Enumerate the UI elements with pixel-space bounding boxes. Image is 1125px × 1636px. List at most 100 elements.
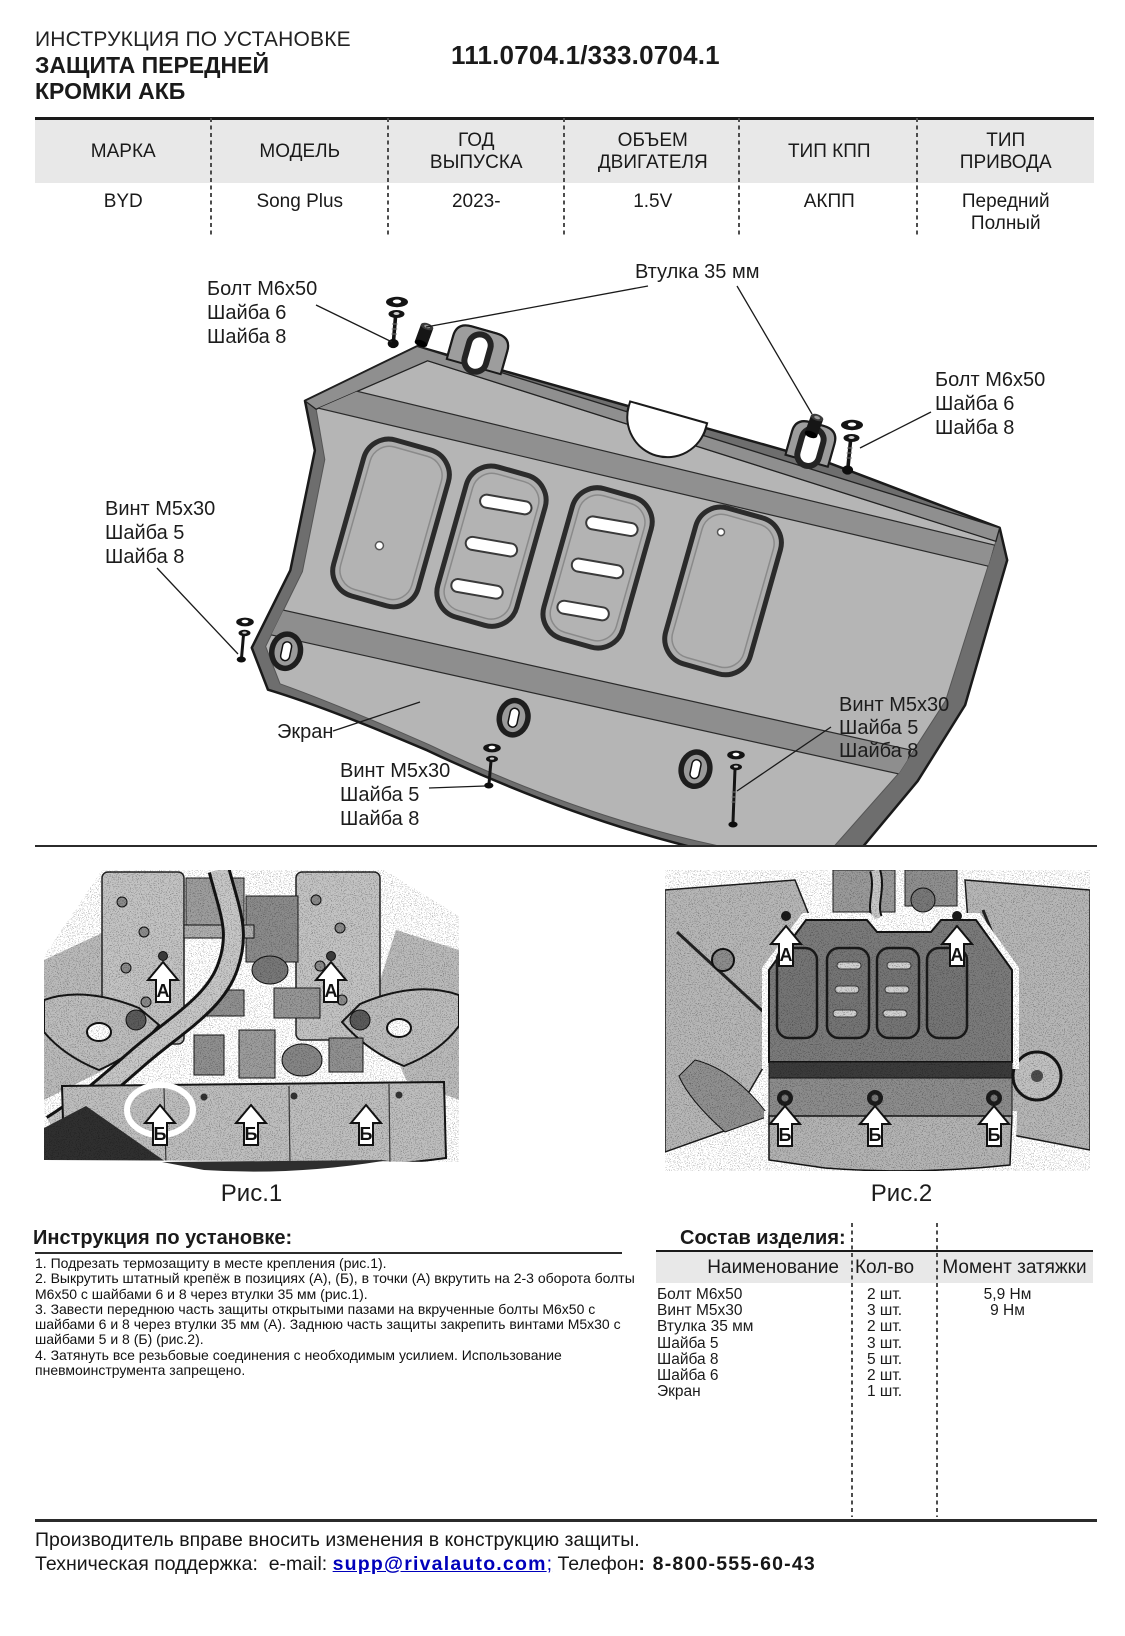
product-title-line2: КРОМКИ АКБ — [35, 78, 186, 104]
callout-screw-left-2: Шайба 5 — [105, 522, 184, 544]
part-torque — [936, 1384, 1093, 1400]
fig1-arrow-a2: А — [313, 960, 349, 1003]
part-torque: 5,9 Нм — [983, 1286, 1032, 1303]
callout-screw-bottom-2: Шайба 5 — [340, 784, 419, 806]
spec-divider-3 — [563, 118, 565, 236]
fig2-caption: Рис.2 — [870, 1180, 933, 1207]
footer-rule — [35, 1519, 1097, 1522]
plate-recesses — [330, 436, 784, 678]
parts-table-topline — [656, 1250, 1093, 1252]
fig1-arrow-b1: Б — [142, 1103, 178, 1146]
spec-value-drive: Передний Полный — [961, 191, 1050, 234]
part-name: Шайба 6 — [657, 1367, 719, 1385]
svg-text:Б: Б — [360, 1124, 373, 1144]
parts-row-6: Шайба 6 2 шт. — [656, 1367, 1093, 1385]
part-torque — [936, 1368, 1093, 1384]
spec-divider-4 — [738, 118, 740, 236]
fig1-arrow-b2: Б — [233, 1103, 269, 1146]
callout-screw-right-3: Шайба 8 — [839, 740, 918, 762]
parts-row-5: Шайба 8 5 шт. — [656, 1350, 1093, 1368]
spec-value-model: Song Plus — [256, 191, 344, 212]
callout-bolt-top-left-2: Шайба 6 — [207, 302, 286, 324]
part-torque — [936, 1352, 1093, 1368]
screw-right — [727, 750, 745, 828]
callout-screw-right-2: Шайба 5 — [839, 717, 918, 739]
spec-divider-5 — [916, 118, 918, 236]
parts-row-4: Шайба 5 3 шт. — [656, 1334, 1093, 1352]
svg-text:А: А — [780, 945, 793, 965]
bushing-right — [804, 413, 824, 439]
footer-support-line: Техническая поддержка: e-mail: supp@riva… — [35, 1553, 816, 1576]
callout-bushing: Втулка 35 мм — [635, 261, 759, 283]
part-torque — [936, 1336, 1093, 1352]
callout-screw-right-1: Винт М5х30 — [839, 694, 949, 716]
part-qty: 5 шт. — [866, 1350, 903, 1368]
svg-text:Б: Б — [869, 1125, 882, 1145]
callout-bolt-top-left-3: Шайба 8 — [207, 326, 286, 348]
parts-row-7: Экран 1 шт. — [656, 1384, 1093, 1400]
svg-text:Б: Б — [779, 1125, 792, 1145]
bolt-top-left — [386, 296, 408, 349]
svg-text:Б: Б — [988, 1125, 1001, 1145]
svg-text:А: А — [157, 981, 170, 1001]
parts-row-2: Винт М5х30 3 шт. 9 Нм — [656, 1303, 1093, 1319]
divider-diagram-figures — [35, 845, 1097, 847]
part-qty: 3 шт. — [866, 1334, 903, 1352]
fig1-caption: Рис.1 — [220, 1180, 283, 1207]
parts-col-qty: Кол-во — [854, 1256, 915, 1278]
fig2-arrow-a2: А — [939, 924, 975, 967]
footer-email-suffix: ; — [546, 1553, 553, 1575]
figure-1-photo: А А Б Б Б — [44, 870, 459, 1174]
parts-divider-1 — [851, 1223, 853, 1517]
callout-screw-left-3: Шайба 8 — [105, 546, 184, 568]
spec-value-gearbox: АКПП — [803, 191, 855, 212]
callout-bolt-top-left-1: Болт М6х50 — [207, 278, 317, 300]
parts-col-name: Наименование — [707, 1256, 839, 1278]
part-name: Экран — [657, 1383, 701, 1401]
part-name: Шайба 8 — [657, 1350, 719, 1368]
parts-heading: Состав изделия: — [680, 1227, 846, 1249]
protection-plate — [230, 324, 1009, 845]
spec-divider-1 — [210, 118, 212, 236]
part-name: Болт М6х50 — [657, 1286, 743, 1303]
fig1-arrow-a1: А — [145, 960, 181, 1003]
parts-row-1: Болт М6х50 2 шт. 5,9 Нм — [656, 1286, 1093, 1303]
doc-type-title: ИНСТРУКЦИЯ ПО УСТАНОВКЕ — [35, 28, 351, 51]
parts-row-3: Втулка 35 мм 2 шт. — [656, 1319, 1093, 1335]
diagram-svg: Болт М6х50 Шайба 6 Шайба 8 Втулка 35 мм … — [105, 261, 1045, 845]
bolt-right — [841, 419, 863, 475]
parts-divider-2 — [936, 1223, 938, 1517]
spec-col-engine: ОБЪЕМ ДВИГАТЕЛЯ — [597, 130, 708, 173]
footer-phone-label: Телефон — [552, 1553, 639, 1575]
fig2-arrow-a1: А — [768, 924, 804, 967]
parts-col-torque: Момент затяжки — [942, 1256, 1087, 1278]
spec-value-brand: BYD — [103, 191, 143, 212]
part-number: 111.0704.1/333.0704.1 — [451, 40, 720, 70]
callout-screw-bottom-3: Шайба 8 — [340, 808, 419, 830]
callout-screen: Экран — [277, 721, 333, 743]
instructions-heading: Инструкция по установке: — [33, 1227, 293, 1249]
fig2-arrow-b3: Б — [976, 1104, 1012, 1147]
fig2-arrow-b2: Б — [857, 1104, 893, 1147]
callout-bolt-right-1: Болт М6х50 — [935, 369, 1045, 391]
mount-tab-left — [445, 324, 509, 376]
instructions-list: 1. Подрезать термозащиту в месте креплен… — [35, 1255, 636, 1378]
spec-col-year: ГОД ВЫПУСКА — [429, 130, 523, 173]
instruction-item-2: 2. Выкрутить штатный крепёж в позициях (… — [35, 1270, 635, 1302]
svg-text:Б: Б — [154, 1124, 167, 1144]
spec-table-row: BYD Song Plus 2023- 1.5V АКПП Передний П… — [35, 183, 1094, 236]
part-name: Винт М5х30 — [657, 1302, 743, 1320]
support-email-link[interactable]: supp@rivalauto.com — [332, 1553, 547, 1575]
parts-table: Наименование Кол-во Момент затяжки Болт … — [656, 1250, 1093, 1400]
screw-bottom — [483, 743, 501, 789]
part-qty: 2 шт. — [866, 1286, 903, 1303]
diagram-callouts: Болт М6х50 Шайба 6 Шайба 8 Втулка 35 мм … — [105, 261, 1045, 830]
parts-table-header: Наименование Кол-во Момент затяжки — [656, 1252, 1093, 1283]
part-torque — [936, 1319, 1093, 1335]
part-name: Втулка 35 мм — [657, 1318, 754, 1336]
footer-support-prefix: Техническая поддержка: e-mail: — [35, 1553, 333, 1575]
spec-divider-2 — [387, 118, 389, 236]
svg-text:Б: Б — [245, 1124, 258, 1144]
fig2-arrow-b1: Б — [767, 1104, 803, 1147]
parts-table-rows: Болт М6х50 2 шт. 5,9 Нм Винт М5х30 3 шт.… — [656, 1283, 1093, 1400]
